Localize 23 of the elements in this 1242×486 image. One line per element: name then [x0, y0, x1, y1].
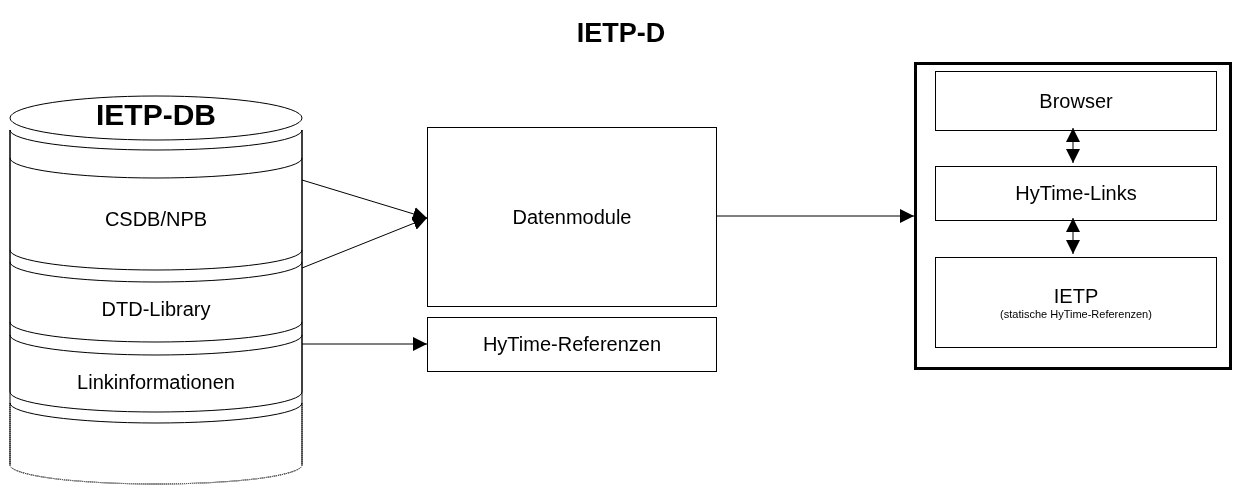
arrow	[301, 337, 428, 351]
node-label: Browser	[1039, 89, 1113, 113]
node-label: CSDB/NPB	[104, 208, 208, 231]
database-label: IETP-DB	[96, 98, 216, 132]
arrow	[301, 216, 428, 269]
node-label: HyTime-Links	[1015, 182, 1137, 205]
diagram-title: IETP-D	[576, 18, 666, 48]
node-label: DTD-Library	[101, 298, 211, 321]
arrow	[716, 209, 915, 223]
node-label: Linkinformationen	[77, 371, 235, 394]
arrow	[301, 179, 428, 221]
process-box	[427, 127, 717, 307]
node-label: IETP	[1053, 285, 1099, 308]
arrow	[1066, 127, 1080, 164]
process-box	[935, 166, 1217, 221]
process-box	[935, 257, 1217, 348]
process-box	[427, 317, 717, 372]
node-label: HyTime-Referenzen	[482, 333, 662, 356]
node-label: Datenmodule	[512, 205, 632, 229]
container-box	[914, 62, 1232, 370]
note-text: (statische HyTime-Referenzen)	[1000, 308, 1152, 320]
arrow	[1066, 217, 1080, 255]
process-box	[935, 71, 1217, 131]
